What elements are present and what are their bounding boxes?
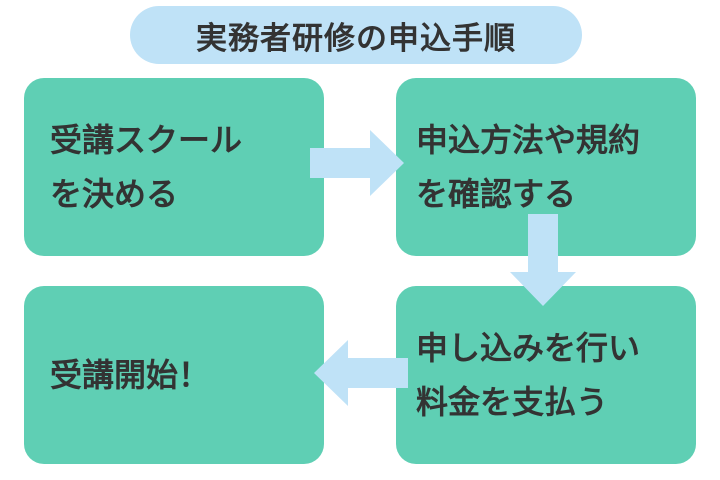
step-box-1: 受講スクール を決める (24, 78, 324, 256)
step-3-line-2: 料金を支払う (416, 383, 609, 421)
step-3-line-1: 申し込みを行い (416, 329, 641, 367)
arrow-left-icon (314, 340, 408, 406)
diagram-title-text: 実務者研修の申込手順 (196, 20, 516, 57)
step-1-line-1: 受講スクール (50, 121, 243, 159)
diagram-title: 実務者研修の申込手順 (130, 6, 582, 64)
step-4-line-1: 受講開始！ (50, 356, 211, 394)
step-2-line-1: 申込方法や規約 (416, 121, 641, 159)
arrow-right-icon (310, 130, 404, 196)
arrow-right-shape (310, 130, 404, 196)
step-box-3: 申し込みを行い 料金を支払う (396, 286, 696, 464)
step-2-line-2: を確認する (416, 175, 577, 213)
step-4-text: 受講開始！ (50, 348, 210, 402)
step-1-line-2: を決める (50, 175, 179, 213)
arrow-down-shape (510, 214, 576, 306)
arrow-down-icon (510, 214, 576, 306)
step-2-text: 申込方法や規約 を確認する (416, 113, 640, 221)
arrow-left-shape (314, 340, 408, 406)
step-1-text: 受講スクール を決める (50, 113, 242, 221)
step-3-text: 申し込みを行い 料金を支払う (416, 321, 640, 429)
step-box-4: 受講開始！ (24, 286, 324, 464)
